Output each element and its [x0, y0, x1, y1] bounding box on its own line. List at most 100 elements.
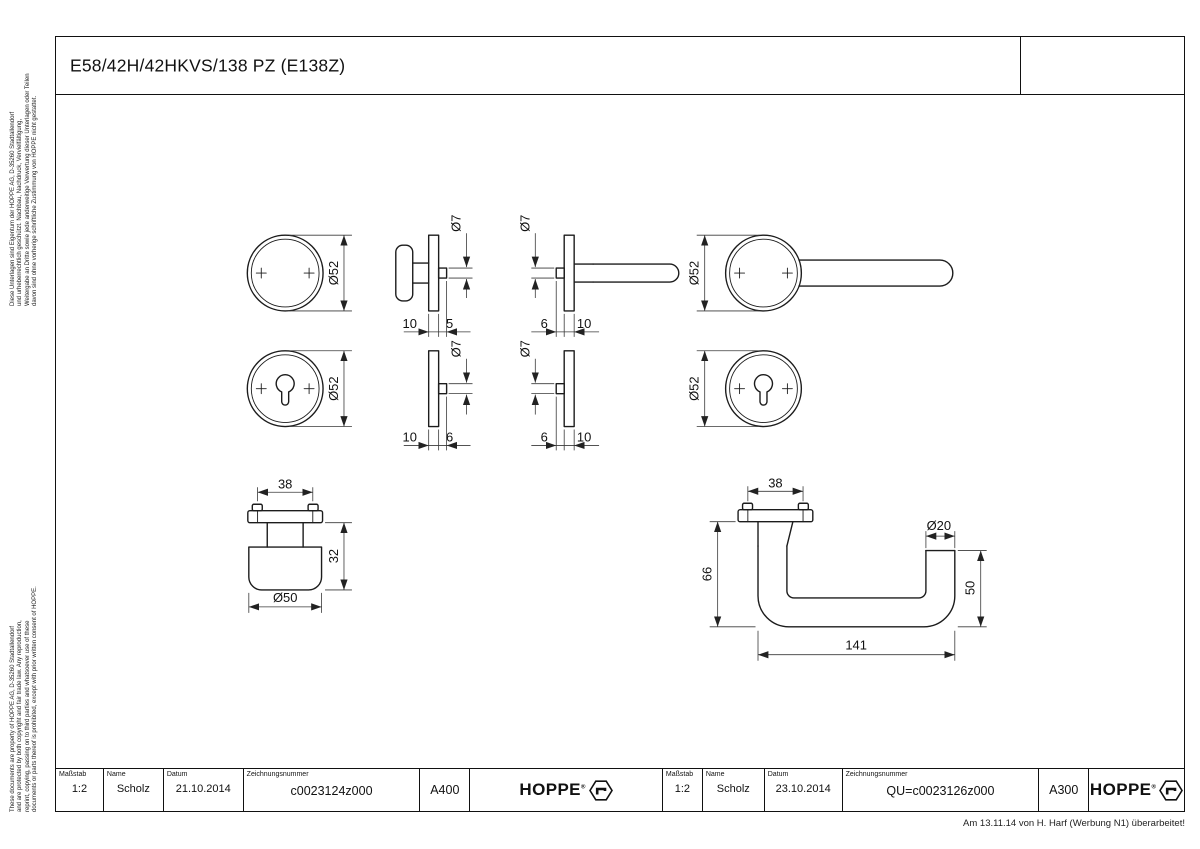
view-lever-side: Ø7 6 10	[517, 215, 680, 337]
view-lever-top: Ø52	[687, 234, 954, 312]
rose-inner-edge	[729, 238, 798, 308]
rose-plate	[427, 350, 440, 428]
dim-label: 6	[541, 316, 548, 331]
screw-cross-marks	[255, 383, 315, 395]
name-value: Scholz	[116, 783, 150, 795]
rose-plate	[563, 234, 575, 312]
number-cell-right: Zeichnungsnummer QU=c0023126z000	[843, 769, 1040, 811]
dim-label: Ø50	[273, 590, 297, 605]
drawing-title: E58/42H/42HKVS/138 PZ (E138Z)	[70, 55, 346, 75]
date-cell-left: Datum 21.10.2014	[164, 769, 244, 811]
dim-label: 66	[700, 567, 715, 581]
rose-outline	[246, 234, 324, 312]
extension-lines	[428, 267, 473, 337]
extension-lines	[531, 267, 575, 337]
name-cell-left: Name Scholz	[104, 769, 164, 811]
dim-label: Ø52	[687, 261, 702, 285]
legal-line: and are protected by both copyright and …	[17, 620, 24, 812]
drawing-frame: E58/42H/42HKVS/138 PZ (E138Z) Ø52	[55, 36, 1185, 812]
scale-label: Maßstab	[59, 771, 87, 778]
dim-label: 5	[446, 316, 453, 331]
scale-value: 1:2	[674, 783, 691, 795]
format-value: A300	[1049, 783, 1079, 797]
hoppe-logo: HOPPE®	[470, 769, 662, 811]
view-pz-rose-right-face: Ø52	[687, 350, 803, 428]
screw-post	[251, 503, 263, 512]
extension-lines	[428, 383, 473, 451]
cylinder-stub	[437, 382, 448, 395]
date-cell-right: Datum 23.10.2014	[765, 769, 843, 811]
scale-value: 1:2	[71, 783, 88, 795]
view-lever-front: 38 Ø20 66 50 141	[700, 475, 987, 661]
spindle-stub	[437, 267, 448, 279]
dim-label: 6	[446, 429, 453, 444]
rose-outline	[724, 350, 803, 428]
knob-stem	[266, 521, 304, 548]
cylinder-stub	[555, 382, 565, 395]
dim-label: 50	[963, 581, 978, 595]
dim-label: Ø52	[326, 376, 341, 400]
dim-label: 10	[403, 429, 417, 444]
knob-base	[248, 546, 323, 591]
dim-label: 10	[403, 316, 417, 331]
legal-note-english: These documents are property of HOPPE AG…	[10, 562, 40, 812]
dim-label: Ø7	[517, 340, 532, 357]
legal-line: reprint, copying, passing on to third pa…	[24, 620, 31, 812]
title-bar: E58/42H/42HKVS/138 PZ (E138Z)	[56, 37, 1184, 95]
legal-line: documents or parts thereof is prohibited…	[32, 586, 39, 812]
screw-post	[797, 502, 810, 511]
registered-mark: ®	[1151, 784, 1157, 791]
name-label: Name	[705, 771, 725, 778]
number-label: Zeichnungsnummer	[845, 771, 908, 778]
dim-label: 10	[577, 429, 591, 444]
number-cell-left: Zeichnungsnummer c0023124z000	[244, 769, 421, 811]
lever-grip	[798, 259, 954, 287]
rose-inner-edge	[250, 238, 320, 308]
date-value: 23.10.2014	[775, 783, 831, 795]
screw-post	[741, 502, 754, 511]
legal-line: These documents are property of HOPPE AG…	[10, 625, 16, 812]
format-value: A400	[430, 783, 460, 797]
hoppe-hexagon-icon	[588, 779, 613, 801]
date-label: Datum	[767, 771, 789, 778]
hoppe-logo: HOPPE®	[1089, 769, 1184, 811]
rose-outline	[246, 350, 324, 428]
extension-lines	[709, 486, 987, 661]
mounting-flange	[737, 509, 814, 523]
registered-mark: ®	[580, 784, 586, 791]
number-value: c0023124z000	[290, 784, 373, 798]
rose-inner-edge	[729, 354, 798, 423]
rose-plate	[563, 350, 575, 428]
rose-plate	[427, 234, 440, 312]
name-value: Scholz	[716, 783, 750, 795]
date-label: Datum	[166, 771, 188, 778]
dim-label: Ø52	[326, 261, 341, 285]
dim-label: 141	[845, 638, 867, 653]
extension-lines	[696, 234, 760, 312]
revision-note: Am 13.11.14 von H. Harf (Werbung N1) übe…	[963, 818, 1185, 829]
rose-outline	[724, 234, 803, 312]
dim-label: Ø7	[449, 340, 464, 357]
legal-line: und urheberrechtlich geschützt. Nachbau,…	[17, 118, 24, 306]
screw-post	[307, 503, 319, 512]
lever-neck	[573, 263, 594, 283]
drawing-area: Ø52 Ø7 10 5	[246, 215, 987, 661]
pz-cylinder-cutout	[275, 374, 295, 406]
extension-lines	[289, 350, 352, 427]
screw-shafts	[747, 509, 804, 523]
dim-label: 10	[577, 316, 591, 331]
lever-inner-edge	[786, 545, 927, 599]
number-label: Zeichnungsnummer	[246, 771, 309, 778]
view-pz-rose-left-face: Ø52	[246, 350, 352, 428]
legal-line: Weitergabe an Dritte sowie jede anderwei…	[24, 73, 31, 306]
screw-cross-marks	[734, 267, 793, 279]
dim-label: Ø52	[687, 376, 702, 400]
mounting-flange	[247, 510, 324, 524]
knob-head	[395, 244, 414, 302]
dim-label: 32	[326, 549, 341, 563]
format-cell-left: A400	[420, 769, 471, 811]
lever-outer-edge	[757, 545, 956, 628]
extension-lines	[531, 383, 575, 451]
rose-inner-edge	[250, 354, 320, 423]
